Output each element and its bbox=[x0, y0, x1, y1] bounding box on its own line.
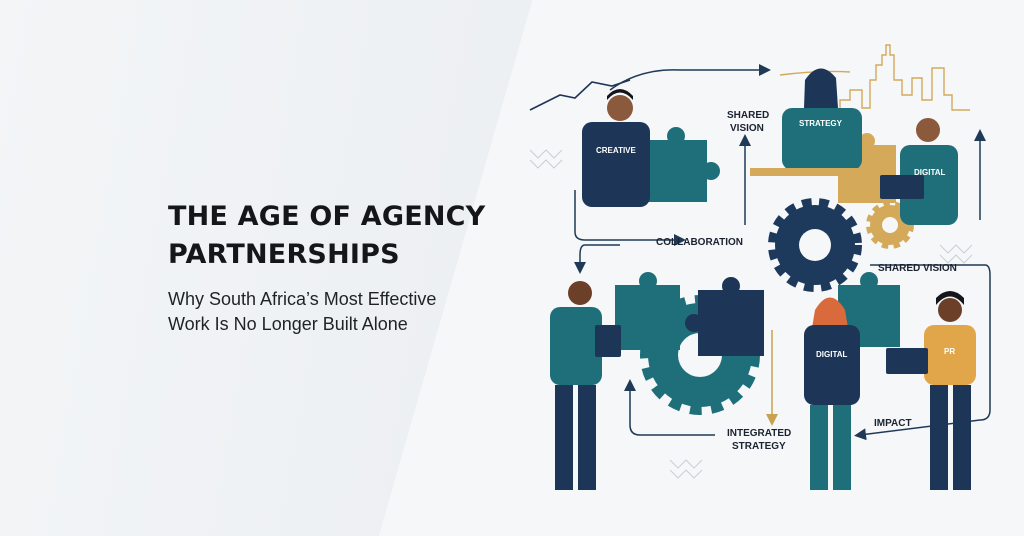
puzzle-piece-icon bbox=[645, 127, 720, 202]
puzzle-piece-icon-teal bbox=[615, 272, 680, 350]
subheadline: Why South Africa’s Most Effective Work I… bbox=[168, 287, 436, 337]
person-left bbox=[550, 281, 621, 490]
tag-strategy: STRATEGY bbox=[799, 119, 843, 128]
subheadline-line-2: Work Is No Longer Built Alone bbox=[168, 314, 408, 334]
person-digital-center: DIGITAL bbox=[804, 297, 860, 490]
desk bbox=[750, 168, 880, 176]
label-shared-vision-top: SHARED bbox=[727, 110, 769, 121]
label-shared-vision-top-2: VISION bbox=[730, 123, 764, 134]
person-digital-top: DIGITAL bbox=[880, 118, 958, 225]
puzzle-piece-icon-navy bbox=[685, 277, 764, 356]
partnership-illustration: SHARED VISION COLLABORATION SHARED VISIO… bbox=[529, 44, 991, 490]
label-shared-vision-right: SHARED VISION bbox=[878, 263, 957, 274]
label-impact: IMPACT bbox=[874, 418, 912, 429]
tablet-icon bbox=[595, 325, 621, 357]
laptop-icon bbox=[886, 348, 928, 374]
label-collaboration: COLLABORATION bbox=[656, 237, 743, 248]
tag-pr: PR bbox=[944, 347, 955, 356]
label-strategy: STRATEGY bbox=[732, 441, 786, 452]
headline-line-1: THE AGE OF AGENCY bbox=[168, 201, 486, 232]
tribal-pattern bbox=[529, 149, 973, 479]
person-creative: CREATIVE bbox=[582, 89, 650, 207]
flow-arrows bbox=[574, 64, 991, 441]
mountain-skyline bbox=[529, 79, 631, 111]
label-integrated: INTEGRATED bbox=[727, 428, 791, 439]
tag-digital-top: DIGITAL bbox=[914, 168, 946, 177]
person-pr: PR bbox=[886, 291, 976, 490]
gear-icon bbox=[768, 198, 862, 292]
tag-creative: CREATIVE bbox=[596, 146, 637, 155]
headline-line-2: PARTNERSHIPS bbox=[168, 239, 400, 270]
headline: THE AGE OF AGENCY PARTNERSHIPS bbox=[168, 198, 485, 274]
subheadline-line-1: Why South Africa’s Most Effective bbox=[168, 289, 437, 309]
person-strategy: STRATEGY bbox=[782, 68, 862, 170]
city-skyline bbox=[839, 44, 970, 115]
tag-digital-center: DIGITAL bbox=[816, 350, 848, 359]
laptop-icon bbox=[880, 175, 924, 199]
